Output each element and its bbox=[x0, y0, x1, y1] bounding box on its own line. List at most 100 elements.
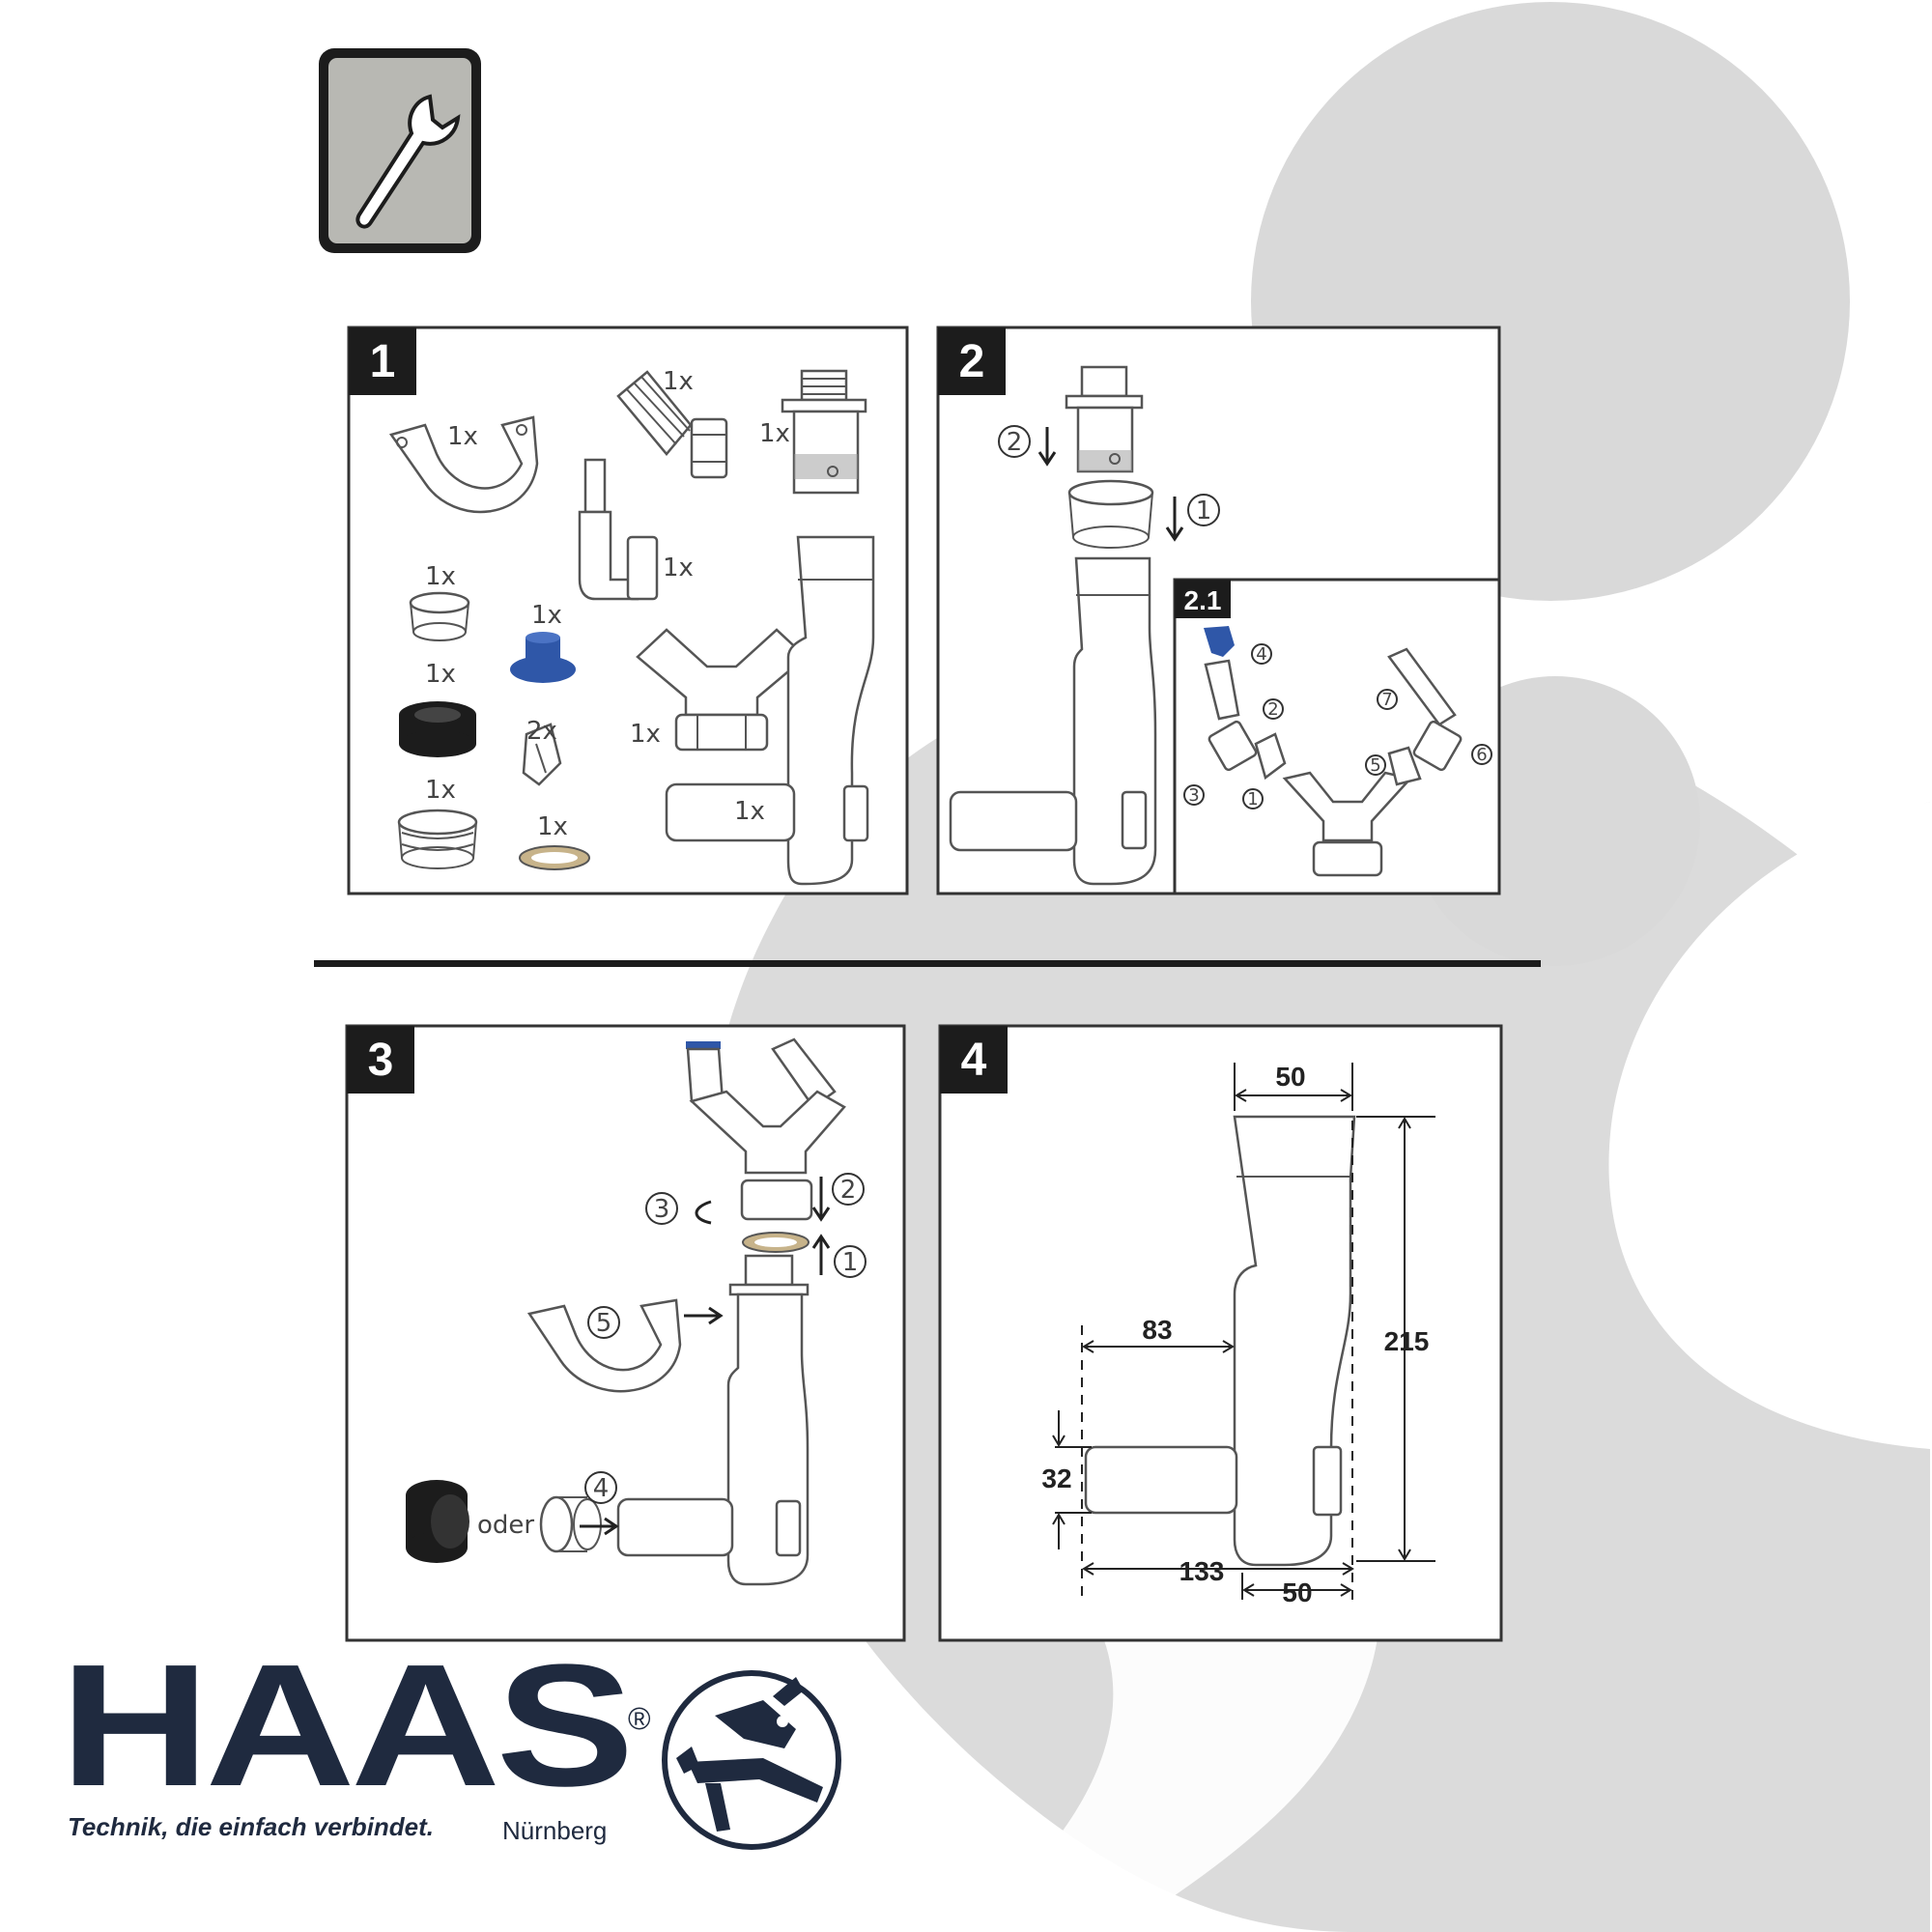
connector bbox=[1065, 365, 1144, 473]
panel-2-1-badge bbox=[1175, 580, 1231, 618]
panel-4: 4 50 2 bbox=[938, 1024, 1503, 1642]
qty-pipe: 1x bbox=[734, 797, 765, 826]
qty-clear-ring: 1x bbox=[425, 562, 456, 591]
qty-clamp: 1x bbox=[447, 422, 478, 451]
threaded-connector bbox=[781, 369, 867, 495]
rotate-arrow bbox=[695, 1200, 712, 1225]
arrow-up bbox=[811, 1234, 831, 1275]
step-label: 4 bbox=[1256, 644, 1266, 665]
trap-body bbox=[665, 535, 875, 886]
step-label: 7 bbox=[1381, 690, 1392, 710]
brand-city: Nürnberg bbox=[502, 1816, 607, 1845]
step-label: 5 bbox=[1370, 755, 1380, 776]
arrow-down bbox=[1165, 497, 1184, 542]
qty-blue-cap: 1x bbox=[531, 601, 562, 630]
step-label: 3 bbox=[1188, 785, 1199, 806]
panel-3-badge bbox=[347, 1026, 414, 1094]
step-label: 2 bbox=[840, 1176, 857, 1205]
dim-pipe: 32 bbox=[1041, 1463, 1071, 1493]
or-label: oder bbox=[477, 1511, 534, 1540]
dim-offset: 83 bbox=[1142, 1315, 1172, 1345]
arrow-right bbox=[684, 1306, 724, 1325]
panel-3-number: 3 bbox=[368, 1035, 394, 1086]
step-marker bbox=[834, 1245, 867, 1278]
panel-4-badge bbox=[940, 1026, 1008, 1094]
qty-thread-ring: 1x bbox=[425, 776, 456, 805]
arrow-down bbox=[811, 1177, 831, 1222]
qty-connector: 1x bbox=[759, 419, 790, 448]
step-marker bbox=[1251, 643, 1272, 665]
step-label: 2 bbox=[1267, 699, 1278, 720]
panel-2-badge bbox=[938, 327, 1006, 395]
step-label: 1 bbox=[842, 1248, 859, 1277]
blue-cap bbox=[510, 632, 576, 683]
pipe-clamp bbox=[388, 415, 539, 514]
trap-body bbox=[949, 556, 1157, 886]
dim-total: 133 bbox=[1179, 1556, 1225, 1586]
thread-ring bbox=[539, 1495, 602, 1553]
qty-angle-hose: 1x bbox=[663, 554, 694, 582]
dimension-lines bbox=[1052, 1063, 1435, 1604]
panel-1-badge bbox=[349, 327, 416, 395]
step-marker bbox=[1242, 788, 1264, 810]
arrow-right bbox=[580, 1517, 619, 1536]
step-marker bbox=[645, 1192, 678, 1225]
brand-slogan: Technik, die einfach verbindet. bbox=[68, 1812, 434, 1841]
step-label: 3 bbox=[654, 1195, 670, 1224]
black-reducer bbox=[399, 701, 476, 757]
panel-2: 2 2 1 2.1 bbox=[936, 326, 1501, 895]
step-marker bbox=[1187, 494, 1220, 526]
brand: HAAS ® Technik, die einfach verbindet. N… bbox=[60, 1629, 841, 1850]
qty-y-piece: 1x bbox=[630, 720, 661, 749]
step-marker bbox=[587, 1306, 620, 1339]
black-reducer bbox=[406, 1480, 469, 1563]
qty-gasket: 1x bbox=[537, 812, 568, 841]
step-marker bbox=[1183, 784, 1205, 806]
panel-1-number: 1 bbox=[370, 336, 396, 387]
qty-check-valve: 2x bbox=[526, 717, 557, 746]
elbow-hose bbox=[616, 370, 728, 479]
thread-ring bbox=[1067, 479, 1154, 549]
step-label: 6 bbox=[1476, 745, 1487, 765]
step-marker bbox=[1377, 689, 1398, 710]
pipe-clamp bbox=[526, 1298, 682, 1393]
rabbit-logo-icon bbox=[662, 1670, 841, 1850]
step-marker bbox=[1365, 754, 1386, 776]
sub-assembly bbox=[1204, 626, 1463, 877]
section-divider bbox=[314, 960, 1541, 967]
step-marker bbox=[1471, 744, 1492, 765]
step-marker bbox=[832, 1173, 865, 1206]
wrench-icon bbox=[319, 48, 481, 253]
dim-top-width: 50 bbox=[1275, 1062, 1305, 1092]
step-label: 1 bbox=[1196, 497, 1212, 526]
trap-body bbox=[1084, 1115, 1356, 1567]
angle-hose bbox=[578, 458, 659, 601]
brand-name: HAAS bbox=[60, 1629, 630, 1823]
step-marker bbox=[1263, 698, 1284, 720]
gasket bbox=[519, 845, 590, 870]
qty-elbow-hose: 1x bbox=[663, 367, 694, 396]
dim-height: 215 bbox=[1384, 1326, 1430, 1356]
dim-bottom-width: 50 bbox=[1282, 1577, 1312, 1607]
step-label: 1 bbox=[1247, 789, 1258, 810]
panel-3: 3 3 2 1 bbox=[345, 1024, 906, 1642]
thread-ring bbox=[397, 809, 478, 869]
step-label: 2 bbox=[1007, 428, 1023, 457]
panel-4-number: 4 bbox=[961, 1035, 987, 1086]
step-marker bbox=[998, 425, 1031, 458]
panel-2-number: 2 bbox=[959, 336, 985, 387]
panel-1: 1 1x 1x 1x bbox=[347, 326, 909, 895]
y-assembly bbox=[686, 1037, 846, 1221]
step-label: 4 bbox=[593, 1474, 610, 1503]
trap-body bbox=[616, 1254, 810, 1586]
panel-4-frame bbox=[938, 1024, 1503, 1642]
registered-mark: ® bbox=[628, 1701, 651, 1736]
arrow-down bbox=[1037, 427, 1057, 467]
clear-ring bbox=[409, 591, 470, 641]
qty-black-reducer: 1x bbox=[425, 660, 456, 689]
step-label: 5 bbox=[596, 1309, 612, 1338]
panel-2-1-number: 2.1 bbox=[1184, 585, 1222, 615]
check-valve bbox=[522, 723, 562, 786]
step-marker bbox=[584, 1471, 617, 1504]
